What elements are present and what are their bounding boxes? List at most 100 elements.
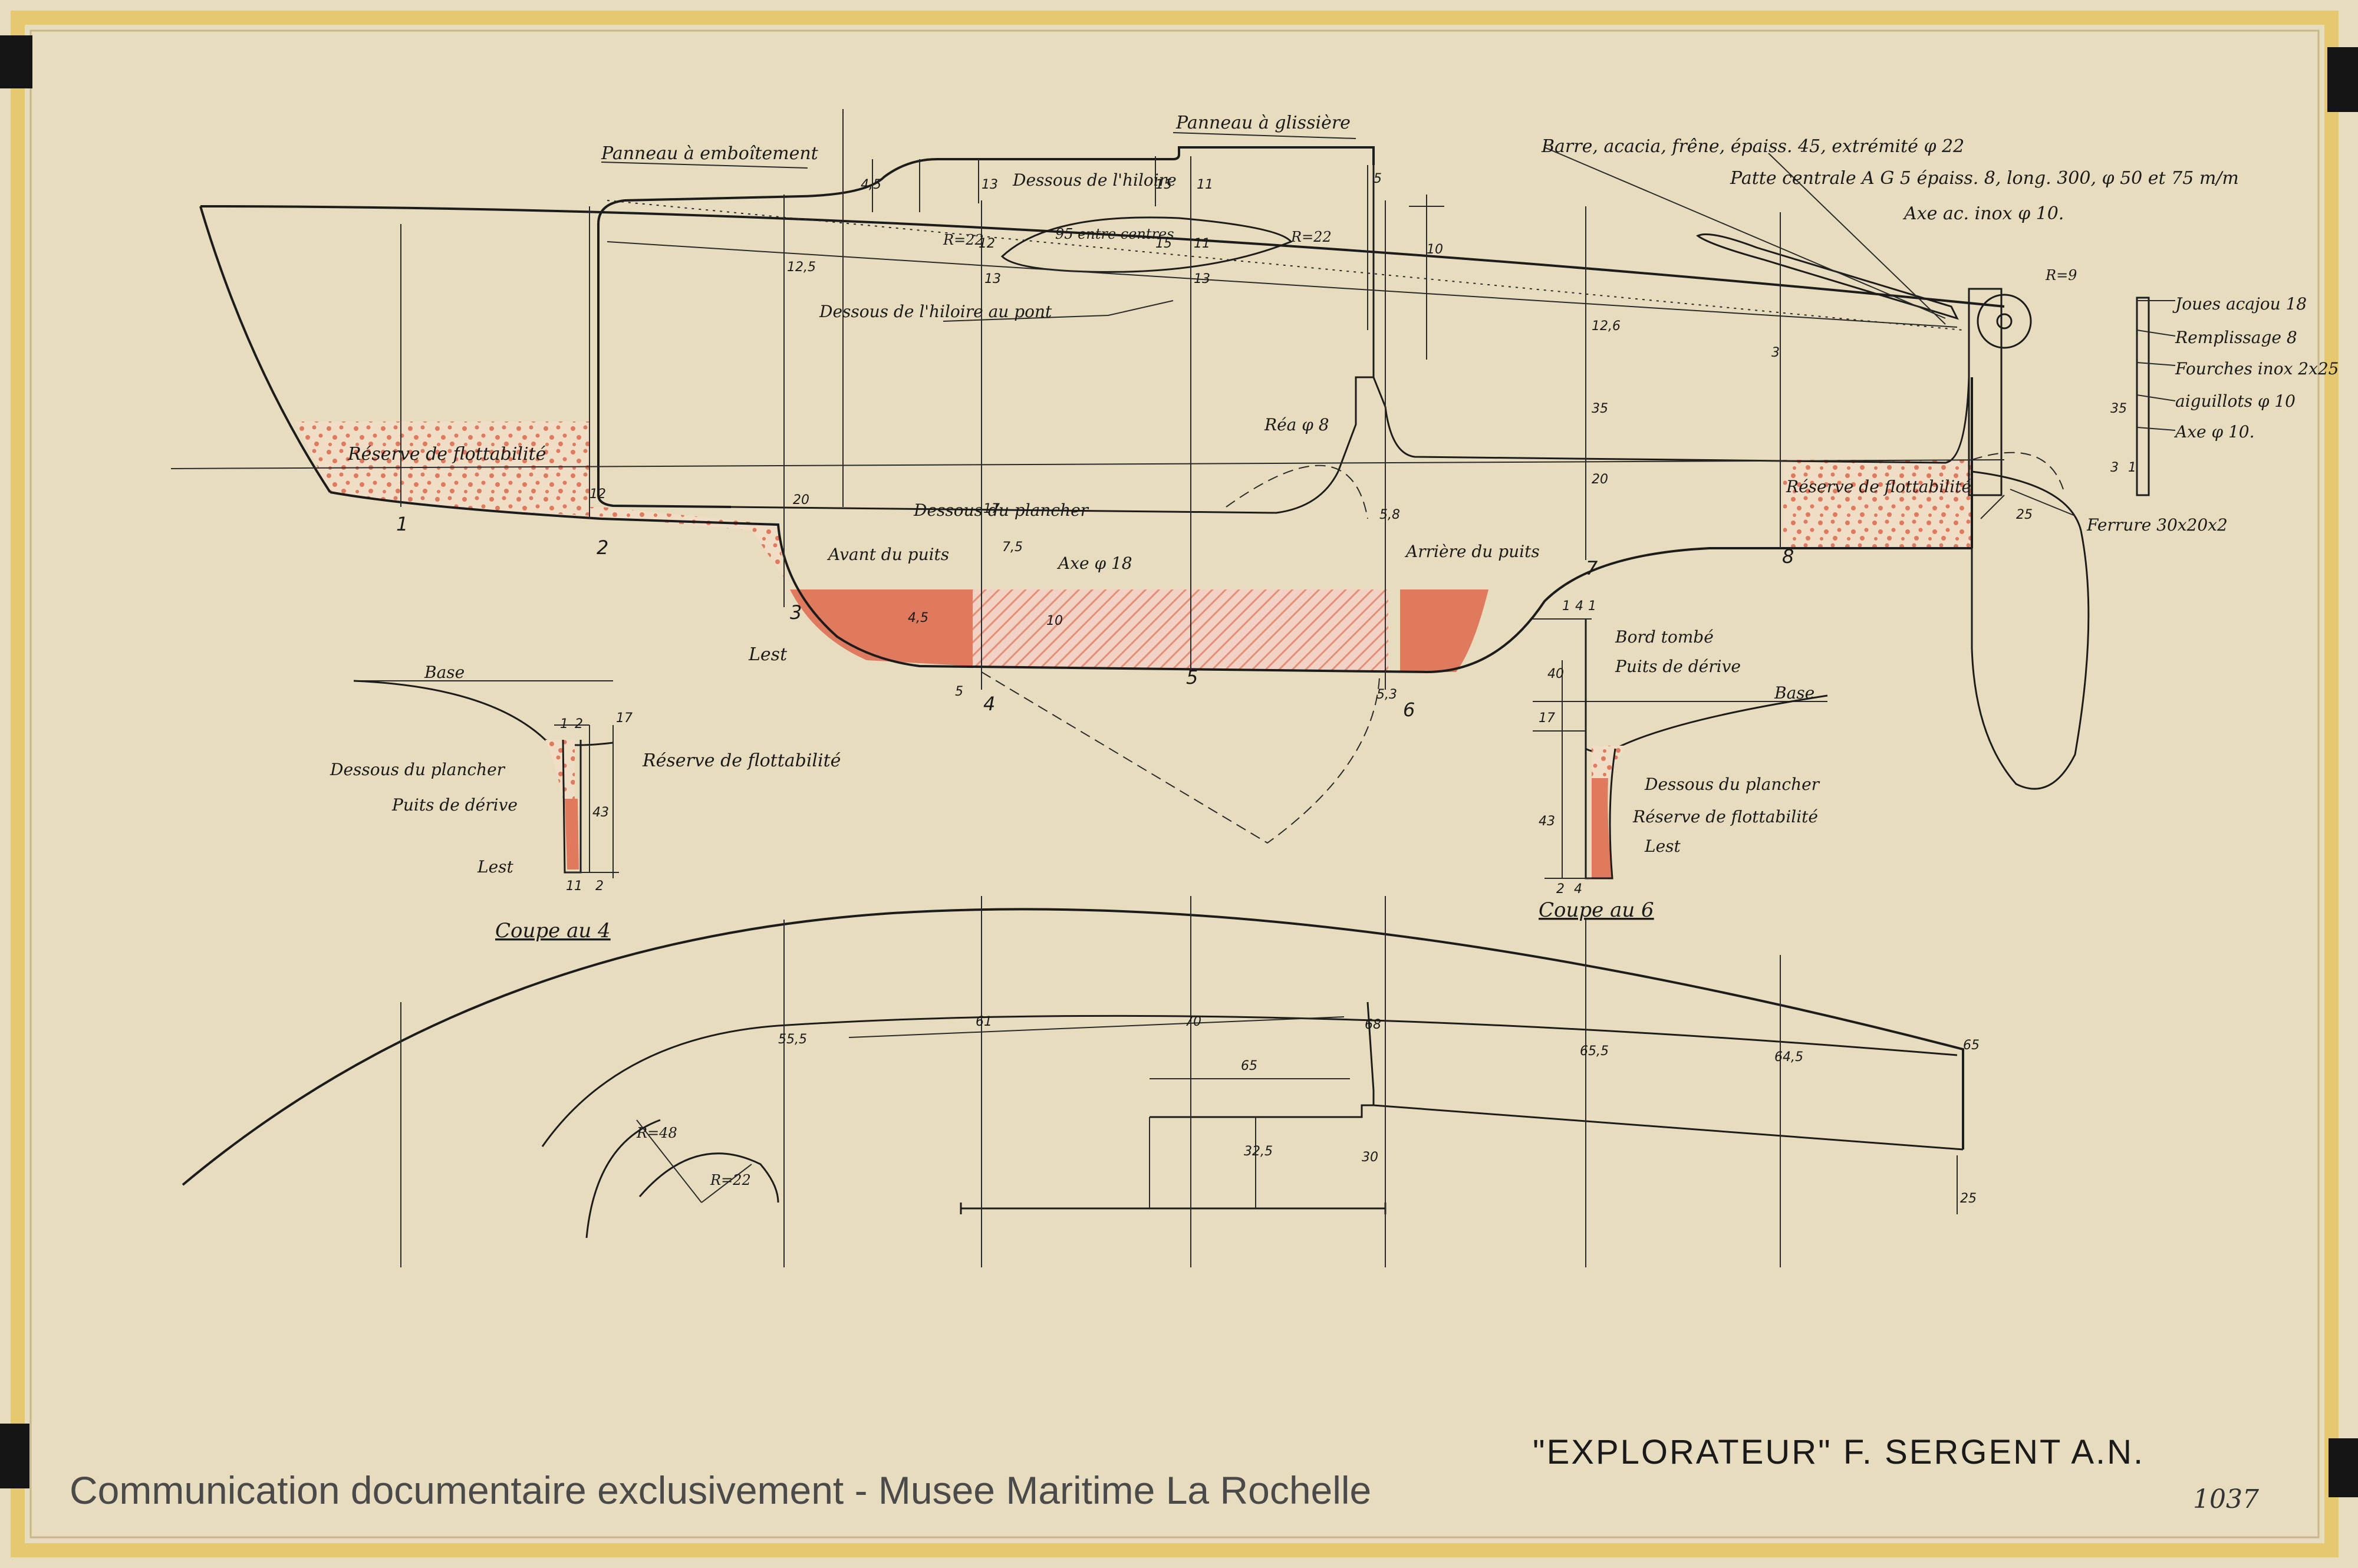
plan-dim-9: 30 [1362, 1150, 1378, 1165]
plan-dim-4: 68 [1365, 1017, 1381, 1032]
dim-p-9: 15 [1155, 236, 1172, 251]
rudder-pivot [1977, 294, 2032, 349]
dim-p-24: 3 [1771, 345, 1780, 360]
c6-dim-0: 1 [1562, 599, 1570, 614]
dim-p-2: 13 [1194, 272, 1210, 286]
plan-bow-arc-2 [638, 1152, 779, 1203]
centerboard-swing [981, 671, 1380, 844]
section-coupe-4: Base Dessous du plancher Réserve de flot… [330, 663, 841, 943]
c4-lest [565, 799, 579, 869]
plan-dim-3: 65 [1241, 1059, 1257, 1073]
dim-p-10: 12 [979, 236, 995, 251]
label-reserve-avant: Réserve de flottabilité [347, 444, 546, 465]
clip-bottom-left [0, 1424, 29, 1488]
label-radius-b: R=22 [1290, 229, 1332, 245]
c6-dessous-plancher: Dessous du plancher [1644, 775, 1820, 794]
profile-view: 1 2 3 4 5 6 7 8 Panneau à emboîtement Pa… [170, 109, 2339, 844]
label-dessous-plancher: Dessous du plancher [913, 500, 1089, 520]
c6-flotation [1592, 746, 1627, 778]
cabin-top [597, 146, 1375, 225]
station-6: 6 [1403, 699, 1415, 721]
c4-hull [353, 680, 614, 746]
c4-title: Coupe au 4 [495, 919, 611, 943]
plan-dim-6: 64,5 [1774, 1050, 1803, 1065]
clip-bottom-right [2329, 1438, 2358, 1497]
label-reserve-arriere: Réserve de flottabilité [1786, 477, 1971, 496]
c4-puits: Puits de dérive [391, 795, 518, 815]
c6-dim-7: 4 [1574, 882, 1582, 897]
dim-p-16: 20 [793, 493, 809, 508]
c6-dim-4: 17 [1539, 711, 1555, 726]
label-avant-puits: Avant du puits [826, 545, 949, 564]
tiller [1696, 233, 1959, 320]
station-7: 7 [1586, 557, 1598, 579]
plan-stations [400, 896, 1781, 1267]
dim-p-21: 5,3 [1376, 687, 1397, 702]
plan-dim-0: 55,5 [778, 1032, 807, 1047]
plan-dim-8: 32,5 [1244, 1144, 1273, 1159]
plan-deck-outline [182, 908, 1964, 1186]
dim-p-18: 17 [983, 502, 1000, 516]
base-line-dashed [607, 200, 1964, 331]
label-tolet-3: Fourches inox 2x25 [2175, 359, 2339, 378]
rudder-lower-dashed [1971, 452, 2064, 490]
c4-flotation [545, 740, 575, 799]
section-coupe-6: Bord tombé Puits de dérive Base Dessous … [1533, 599, 1828, 922]
cabin-front-wall [597, 224, 732, 508]
plan-coaming-outline [541, 1014, 1958, 1147]
station-2: 2 [597, 536, 608, 559]
c6-reserve: Réserve de flottabilité [1632, 807, 1818, 826]
label-dessous-hiloire: Dessous de l'hiloire [1012, 170, 1177, 190]
archive-watermark: Communication documentaire exclusivement… [70, 1468, 1372, 1512]
label-entre-centres: 95 entre centres [1055, 226, 1174, 242]
label-panneau-glissiere: Panneau à glissière [1175, 113, 1351, 133]
clip-top-left [0, 35, 32, 88]
c6-lest-label: Lest [1644, 836, 1681, 856]
plan-dim-10: 25 [1960, 1191, 1977, 1206]
dim-p-27: 3 [2110, 460, 2119, 475]
top-dimension-lines [842, 109, 1444, 507]
centerboard-pivot-line [1226, 465, 1368, 519]
c4-dim-3: 43 [592, 805, 609, 820]
label-barre-1: Barre, acacia, frêne, épaiss. 45, extrém… [1541, 136, 1964, 157]
c6-lest [1592, 778, 1612, 878]
flotation-bow [295, 421, 784, 578]
deck-line [607, 241, 1958, 328]
lead-ballast-fore [790, 589, 973, 666]
plan-view: R=48 R=22 55,5 61 70 65 68 65,5 64,5 65 … [182, 896, 1980, 1267]
label-axe-puits: Axe φ 18 [1056, 554, 1132, 573]
dim-p-4: 11 [1197, 177, 1213, 192]
dim-p-26: 35 [2110, 401, 2127, 416]
label-arriere-puits: Arrière du puits [1404, 542, 1540, 561]
c4-dessous-plancher: Dessous du plancher [330, 760, 506, 779]
dim-p-0: 12,5 [787, 260, 816, 275]
dim-p-1: 13 [984, 272, 1001, 286]
c6-dim-5: 43 [1539, 814, 1555, 829]
station-5: 5 [1186, 666, 1198, 689]
flotation-stern [1783, 460, 1972, 548]
label-dessous-hiloire-pont: Dessous de l'hiloire au pont [819, 302, 1052, 321]
centerboard-trunk [1337, 165, 1375, 472]
dim-p-7: 5 [1374, 172, 1382, 186]
label-panneau-emboitement: Panneau à emboîtement [601, 143, 819, 164]
label-rea: Réa φ 8 [1264, 415, 1329, 434]
c4-lest-label: Lest [477, 857, 514, 877]
c4-dim-2: 17 [616, 711, 633, 726]
leader-lines [601, 132, 2176, 519]
dim-p-6: 10 [1427, 242, 1443, 257]
plan-dim-1: 61 [976, 1014, 992, 1029]
plan-radius-lines [636, 1119, 752, 1203]
c4-reserve: Réserve de flottabilité [642, 750, 841, 771]
station-lines [400, 195, 1781, 690]
plan-dim-5: 65,5 [1580, 1044, 1609, 1059]
label-tolet-2: Remplissage 8 [2175, 328, 2297, 347]
label-barre-2: Patte centrale A G 5 épaiss. 8, long. 30… [1730, 168, 2239, 189]
c4-base: Base [424, 663, 465, 682]
sheet-border [11, 11, 2339, 1557]
label-radius-c: R=9 [2045, 267, 2077, 284]
c6-bord-tombe: Bord tombé [1615, 627, 1714, 647]
dim-p-14: 20 [1592, 472, 1608, 487]
c4-dim-5: 2 [595, 879, 604, 894]
